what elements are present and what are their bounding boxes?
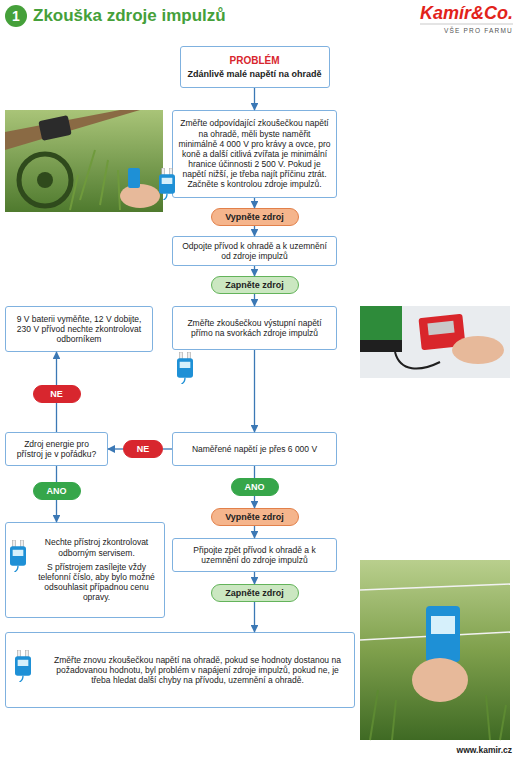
flow-connector	[56, 466, 57, 482]
answer-yes-pill: ANO	[231, 478, 279, 496]
tester-icon	[15, 650, 31, 682]
process-box: Změřte odpovídající zkoušečkou napětí na…	[172, 110, 337, 198]
flow-connector	[163, 448, 172, 449]
tester-icon	[10, 540, 26, 572]
node-text: Naměřené napětí je přes 6 000 V	[178, 444, 331, 454]
flow-connector	[254, 226, 255, 236]
process-box: Změřte znovu zkoušečkou napětí na ohradě…	[5, 632, 355, 708]
energizer-case	[360, 306, 402, 352]
logo-tagline: VŠE PRO FARMU	[395, 26, 513, 36]
wire-reel	[19, 154, 71, 206]
node-text: Vypněte zdroj	[216, 212, 294, 223]
switch-off-pill: Vypněte zdroj	[211, 508, 299, 526]
node-text: NE	[38, 389, 76, 400]
grass-blades	[70, 150, 120, 210]
flow-connector	[254, 266, 255, 276]
node-text: Vypněte zdroj	[216, 512, 294, 523]
node-text: Zapněte zdroj	[216, 280, 294, 291]
flow-connector	[254, 198, 255, 208]
step-number: 1	[5, 5, 27, 27]
test-cable	[395, 352, 440, 369]
fence-wire	[360, 632, 510, 640]
switch-off-pill: Vypněte zdroj	[211, 208, 299, 226]
node-text: Zdroj energie pro přístroj je v pořádku?	[11, 439, 102, 459]
node-text: Odpojte přívod k ohradě a k uzemnění od …	[178, 241, 331, 261]
flow-connector	[254, 526, 255, 538]
photo-fence-post	[5, 110, 163, 212]
flow-connector	[56, 500, 57, 522]
red-tester	[418, 314, 465, 350]
hand	[412, 658, 468, 702]
flow-connector	[108, 448, 123, 449]
process-box: Nechte přístroj zkontrolovat odborným se…	[5, 522, 165, 618]
fence-wire	[360, 584, 510, 590]
node-text: PROBLÉM	[186, 55, 324, 67]
flow-connector	[254, 88, 255, 110]
process-box: Změřte zkoušečkou výstupní napětí přímo …	[172, 306, 337, 350]
answer-yes-pill: ANO	[33, 482, 81, 500]
node-text: Připojte zpět přívod k ohradě a k uzemně…	[178, 545, 331, 565]
tester-in-hand	[128, 168, 140, 188]
photo-background	[360, 560, 510, 740]
flow-connector	[56, 403, 57, 432]
logo-rule	[420, 24, 513, 25]
node-text: NE	[128, 444, 158, 455]
step-badge	[5, 5, 27, 27]
tester-icon	[177, 352, 193, 384]
flow-connector	[254, 294, 255, 306]
tester-display	[427, 321, 454, 336]
node-body-text: Zdánlivě malé napětí na ohradě	[186, 69, 324, 80]
blue-tester	[426, 606, 460, 662]
node-text: ANO	[236, 482, 274, 493]
node-text: Změřte zkoušečkou výstupní napětí přímo …	[178, 318, 331, 338]
node-text: Změřte znovu zkoušečkou napětí na ohradě…	[46, 655, 349, 686]
reel-hub	[37, 172, 53, 188]
photo-fence-test	[360, 560, 510, 740]
flow-connector	[254, 572, 255, 584]
node-text: Zapněte zdroj	[216, 588, 294, 599]
photo-energizer-test	[360, 306, 510, 378]
node-body-text: S přístrojem zasílejte vždy telefonní čí…	[34, 562, 159, 603]
energizer-panel	[360, 340, 402, 352]
energizer-device	[38, 115, 72, 141]
website-url: www.kamir.cz	[400, 744, 512, 756]
answer-no-pill: NE	[33, 385, 81, 403]
node-text: Nechte přístroj zkontrolovat odborným se…	[34, 537, 159, 557]
process-box: Připojte zpět přívod k ohradě a k uzemně…	[172, 538, 337, 572]
wooden-post	[5, 110, 140, 150]
logo-text: Kamír&Co.	[395, 2, 513, 24]
decision-box: Zdroj energie pro přístroj je v pořádku?	[5, 432, 108, 466]
flow-connector	[254, 350, 255, 432]
node-text: Změřte odpovídající zkoušečkou napětí na…	[178, 118, 331, 189]
decision-box: Naměřené napětí je přes 6 000 V	[172, 432, 337, 466]
grass-blades	[370, 690, 506, 740]
tester-display	[431, 616, 455, 634]
hand	[120, 184, 160, 208]
flow-connector	[56, 352, 57, 385]
flow-connector	[254, 466, 255, 478]
switch-on-pill: Zapněte zdroj	[211, 276, 299, 294]
problem-box: PROBLÉM Zdánlivě malé napětí na ohradě	[180, 46, 330, 88]
hand	[452, 336, 504, 364]
connector-group	[57, 88, 255, 632]
node-text: 9 V baterii vyměňte, 12 V dobijte, 230 V…	[11, 314, 147, 345]
process-box: Odpojte přívod k ohradě a k uzemnění od …	[172, 236, 337, 266]
flow-connector	[254, 602, 255, 632]
flow-connector	[254, 496, 255, 508]
photo-background	[360, 306, 510, 378]
switch-on-pill: Zapněte zdroj	[211, 584, 299, 602]
answer-no-pill: NE	[123, 440, 163, 458]
photo-background	[5, 110, 163, 212]
process-box: 9 V baterii vyměňte, 12 V dobijte, 230 V…	[5, 306, 153, 352]
diagram-title: Zkouška zdroje impulzů	[33, 5, 353, 29]
tester-icon	[159, 168, 175, 200]
node-text: ANO	[38, 486, 76, 497]
